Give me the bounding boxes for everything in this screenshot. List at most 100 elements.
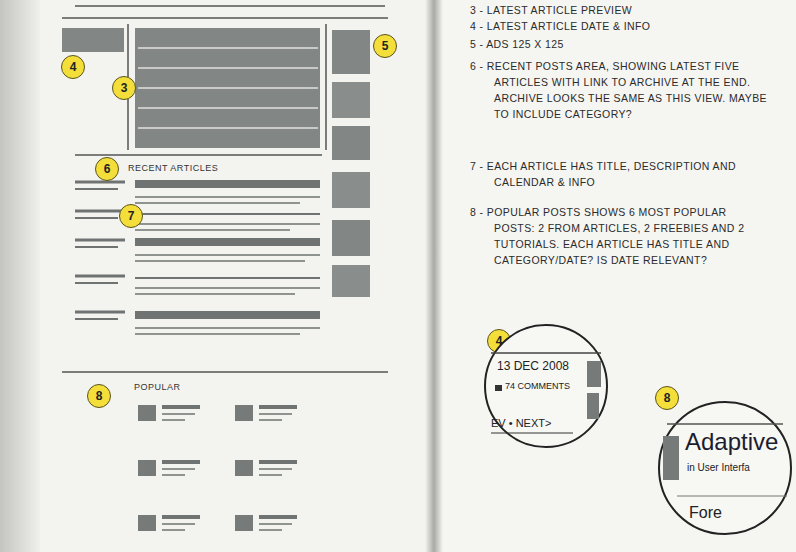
popular-grid-part (259, 468, 292, 470)
circle-outline-part (587, 361, 601, 387)
placeholder-blocks-part (332, 265, 370, 297)
recent-list-part (75, 311, 125, 314)
paper-part (443, 0, 796, 552)
circle-outline-part (663, 436, 679, 480)
zoom-text: 74 COMMENTS (505, 381, 570, 391)
page-outline-part (75, 154, 322, 156)
callout-number: 5 (373, 34, 397, 58)
recent-list-part (135, 277, 320, 279)
popular-grid (138, 405, 297, 531)
popular-grid-part (259, 474, 282, 476)
placeholder-blocks-part (332, 30, 370, 74)
popular-grid-part (259, 419, 282, 421)
page-outline-part (325, 24, 327, 150)
popular-grid-part (138, 515, 156, 531)
recent-list-part (135, 238, 320, 246)
popular-grid-part (259, 523, 292, 525)
annotation-note: 6 - RECENT POSTS AREA, SHOWING LATEST FI… (470, 58, 770, 122)
recent-list-part (135, 260, 305, 262)
popular-grid-part (162, 468, 195, 470)
callout-number: 4 (61, 55, 85, 79)
placeholder-blocks-part (332, 82, 370, 118)
popular-grid-part (162, 523, 195, 525)
recent-list-part (75, 275, 125, 278)
annotation-note: 8 - POPULAR POSTS SHOWS 6 MOST POPULAR P… (470, 204, 770, 268)
preview-lines-part (138, 67, 318, 69)
popular-grid-part (162, 529, 185, 531)
zoom-text: EV • NEXT> (491, 417, 551, 429)
recent-list-part (135, 293, 295, 295)
popular-grid-part (162, 460, 200, 464)
recent-list-part (135, 196, 320, 198)
section-heading: POPULAR (134, 382, 181, 392)
popular-grid-part (235, 515, 253, 531)
recent-list-part (135, 254, 320, 256)
callout-number: 7 (119, 204, 143, 228)
paper-part (40, 0, 425, 552)
popular-grid-part (259, 515, 297, 519)
popular-grid-part (162, 419, 185, 421)
callout-number: 8 (655, 386, 679, 410)
recent-list-part (135, 229, 290, 231)
zoom-text: Fore (689, 504, 722, 522)
placeholder-blocks-part (62, 28, 124, 52)
recent-list-part (135, 180, 320, 188)
recent-list-part (135, 311, 320, 319)
popular-grid-part (138, 460, 156, 476)
circle-outline-part (587, 393, 599, 419)
zoom-text: in User Interfa (687, 462, 750, 473)
popular-grid-part (162, 413, 195, 415)
popular-grid-part (259, 405, 297, 409)
circle-outline-part (485, 325, 607, 447)
popular-grid-part (235, 460, 253, 476)
page-outline-part (75, 5, 385, 7)
circle-outline-part (659, 402, 791, 534)
preview-lines (138, 48, 318, 128)
recent-list-part (75, 181, 125, 184)
page-outline-part (62, 17, 388, 19)
recent-list-part (135, 327, 320, 329)
recent-list-part (135, 333, 300, 335)
annotation-note: 5 - ADS 125 X 125 (470, 36, 780, 52)
popular-grid-part (259, 460, 297, 464)
popular-grid-part (162, 515, 200, 519)
paper-part (0, 0, 40, 552)
page-outline-part (62, 371, 388, 373)
zoom-circle: Adaptivein User InterfaFore (657, 400, 793, 536)
placeholder-blocks-part (332, 126, 370, 160)
recent-list (75, 182, 320, 334)
recent-list-part (75, 210, 125, 213)
recent-list-part (135, 223, 320, 225)
annotation-note: 7 - EACH ARTICLE HAS TITLE, DESCRIPTION … (470, 158, 770, 190)
popular-grid-part (259, 413, 292, 415)
circle-outline-part (677, 496, 787, 497)
callout-number: 6 (95, 157, 119, 181)
placeholder-blocks-part (135, 28, 320, 148)
section-heading: RECENT ARTICLES (128, 163, 218, 173)
annotation-note: 4 - LATEST ARTICLE DATE & INFO (470, 18, 780, 34)
popular-grid-part (259, 529, 282, 531)
page-outline (62, 6, 388, 372)
preview-lines-part (138, 87, 318, 89)
popular-grid-part (235, 405, 253, 421)
circle-outline-part (491, 433, 573, 434)
popular-grid-part (162, 405, 200, 409)
paper-part (425, 0, 443, 552)
recent-list-part (75, 239, 125, 242)
preview-lines-part (138, 47, 318, 49)
recent-list-part (135, 202, 300, 204)
recent-list-part (135, 287, 320, 289)
placeholder-blocks (62, 28, 370, 297)
recent-list-part (75, 217, 118, 219)
placeholder-blocks-part (332, 172, 370, 208)
recent-list-part (75, 282, 118, 284)
popular-grid-part (138, 405, 156, 421)
popular-grid-part (162, 474, 185, 476)
annotation-note: 3 - LATEST ARTICLE PREVIEW (470, 2, 780, 18)
preview-lines-part (138, 127, 318, 129)
recent-list-part (75, 188, 118, 190)
recent-list-part (135, 213, 320, 215)
